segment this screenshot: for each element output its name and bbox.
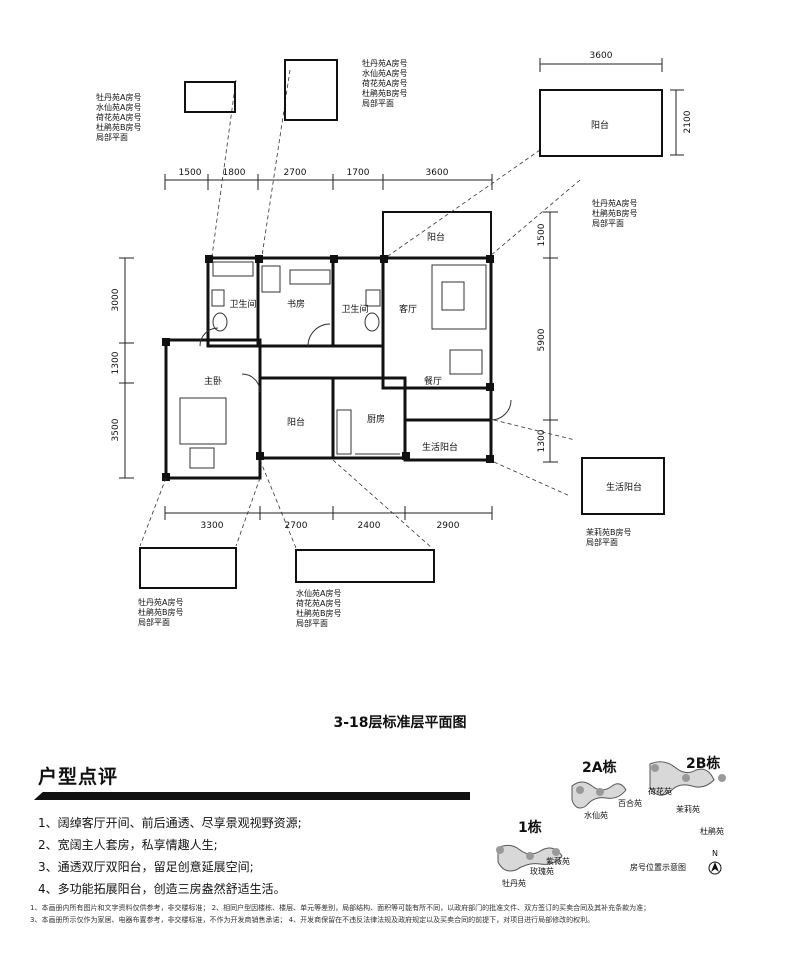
note-right-top-3: 局部平面 xyxy=(592,218,624,228)
keymap-meigui: 玫瑰苑 xyxy=(530,866,554,876)
room-balcony-top: 阳台 xyxy=(427,231,445,243)
note-bottom-mid-3: 杜鹃苑B房号 xyxy=(296,608,342,618)
dim-top-1: 1500 xyxy=(179,168,202,178)
dim-top-5: 3600 xyxy=(426,168,449,178)
room-utility-balcony: 生活阳台 xyxy=(422,441,458,453)
note-top-mid-5: 局部平面 xyxy=(362,98,394,108)
commentary-title: 户型点评 xyxy=(38,766,119,788)
note-top-left-3: 荷花苑A房号 xyxy=(96,112,141,122)
keymap-baihe: 百合苑 xyxy=(618,798,642,808)
keymap-dujuan: 杜鹃苑 xyxy=(700,826,724,836)
footnote-2: 3、本画册所示仅作为家居、电器布置参考，非交楼标准，不作为开发商销售承诺； 4、… xyxy=(30,916,595,924)
note-top-left-2: 水仙苑A房号 xyxy=(96,102,141,112)
keymap-mudan: 牡丹苑 xyxy=(502,878,526,888)
note-top-mid-4: 杜鹃苑B房号 xyxy=(362,88,408,98)
title-underline xyxy=(34,792,470,800)
dim-right-2: 5900 xyxy=(537,328,547,351)
location-key-map: 2A栋 2B栋 1栋 百合苑 水仙苑 荷花苑 茉莉苑 杜鹃苑 紫薇苑 玫瑰苑 牡… xyxy=(496,755,726,888)
note-right-top-2: 杜鹃苑B房号 xyxy=(592,208,638,218)
commentary-point-2: 2、宽阔主人套房，私享情趣人生; xyxy=(38,838,218,852)
plan-caption: 3-18层标准层平面图 xyxy=(333,715,467,731)
note-bottom-mid-1: 水仙苑A房号 xyxy=(296,588,341,598)
room-living: 客厅 xyxy=(399,303,417,315)
keymap-shuixian: 水仙苑 xyxy=(584,810,608,820)
dim-top-3: 2700 xyxy=(284,168,307,178)
keymap-building-2a: 2A栋 xyxy=(582,759,617,776)
dim-top-2: 1800 xyxy=(223,168,246,178)
inset-utility-label: 生活阳台 xyxy=(606,481,642,493)
note-right-top-1: 牡丹苑A房号 xyxy=(592,198,637,208)
dim-right-3: 1300 xyxy=(537,429,547,452)
footnote-1: 1、本画册内所有图片和文字资料仅供参考，非交楼标准； 2、相同户型因楼栋、楼层、… xyxy=(30,904,651,912)
note-top-mid-2: 水仙苑A房号 xyxy=(362,68,407,78)
keymap-ziwei: 紫薇苑 xyxy=(546,856,570,866)
dim-bottom-4: 2900 xyxy=(437,521,460,531)
room-dining: 餐厅 xyxy=(424,375,442,387)
room-bath2: 卫生间 xyxy=(341,303,368,315)
keymap-building-1: 1栋 xyxy=(518,819,542,836)
inset-balcony-label: 阳台 xyxy=(591,119,609,131)
note-bottom-left-1: 牡丹苑A房号 xyxy=(138,597,183,607)
dim-bottom-2: 2700 xyxy=(285,521,308,531)
dim-left-1: 3000 xyxy=(111,288,121,311)
keymap-hehua: 荷花苑 xyxy=(648,786,672,796)
note-bottom-mid-2: 荷花苑A房号 xyxy=(296,598,341,608)
north-arrow-pointer xyxy=(711,862,719,872)
commentary-point-1: 1、阔绰客厅开间、前后通透、尽享景观视野资源; xyxy=(38,816,302,830)
keymap-label: 房号位置示意图 xyxy=(630,862,686,872)
dim-top-4: 1700 xyxy=(347,168,370,178)
note-bottom-left-2: 杜鹃苑B房号 xyxy=(138,607,184,617)
room-master-bath: 卫生间 xyxy=(229,298,256,310)
room-study: 书房 xyxy=(287,298,305,310)
dim-right-1: 1500 xyxy=(537,223,547,246)
keymap-building-2b: 2B栋 xyxy=(686,755,720,772)
keymap-north: N xyxy=(712,849,718,858)
dim-bottom-1: 3300 xyxy=(201,521,224,531)
dim-left-3: 3500 xyxy=(111,418,121,441)
keymap-moli: 茉莉苑 xyxy=(676,804,700,814)
commentary-point-4: 4、多功能拓展阳台，创造三房盎然舒适生活。 xyxy=(38,882,286,896)
room-master-bed: 主卧 xyxy=(204,375,222,387)
room-kitchen: 厨房 xyxy=(367,413,385,425)
note-top-mid-3: 荷花苑A房号 xyxy=(362,78,407,88)
dim-inset-depth: 2100 xyxy=(683,110,693,133)
note-right-mid-2: 局部平面 xyxy=(586,537,618,547)
note-top-left-1: 牡丹苑A房号 xyxy=(96,92,141,102)
commentary-point-3: 3、通透双厅双阳台，留足创意延展空间; xyxy=(38,860,254,874)
dim-bottom-3: 2400 xyxy=(358,521,381,531)
note-bottom-left-3: 局部平面 xyxy=(138,617,170,627)
note-right-mid-1: 茉莉苑B房号 xyxy=(586,527,632,537)
dim-left-2: 1300 xyxy=(111,351,121,374)
note-bottom-mid-4: 局部平面 xyxy=(296,618,328,628)
footnotes: 1、本画册内所有图片和文字资料仅供参考，非交楼标准； 2、相同户型因楼栋、楼层、… xyxy=(30,902,790,926)
floor-plan: 1500 1800 2700 1700 3600 3300 2700 2400 … xyxy=(96,51,693,628)
dim-inset-width: 3600 xyxy=(590,51,613,61)
note-top-left-4: 杜鹃苑B房号 xyxy=(96,122,142,132)
note-top-mid-1: 牡丹苑A房号 xyxy=(362,58,407,68)
note-top-left-5: 局部平面 xyxy=(96,132,128,142)
room-balcony-mid: 阳台 xyxy=(287,416,305,428)
